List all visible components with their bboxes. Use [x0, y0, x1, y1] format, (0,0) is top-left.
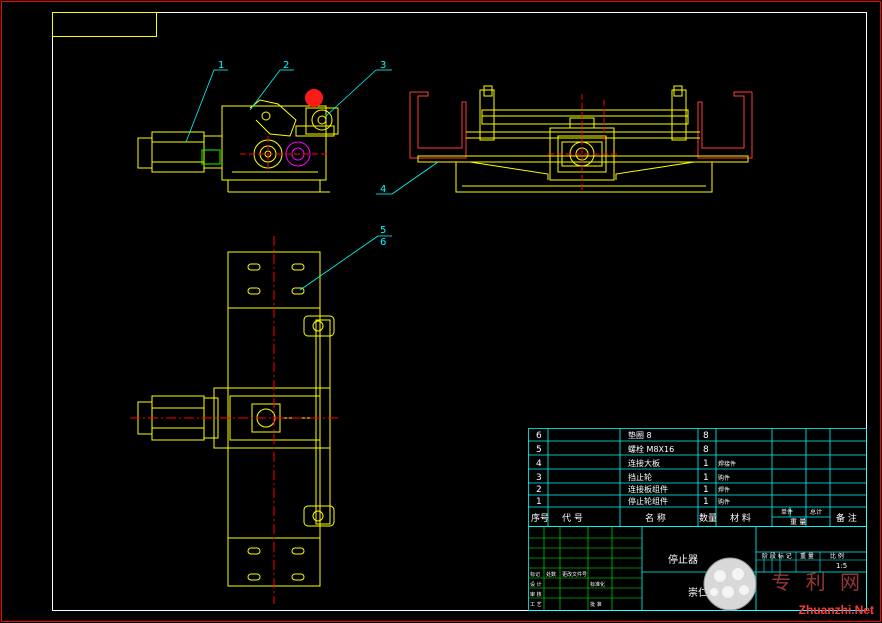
watermark-cn: 专 利 网	[771, 570, 864, 594]
tb-design: 设 计	[530, 581, 542, 588]
bom-cell-seq: 6	[536, 431, 542, 441]
scale-value: 1:5	[836, 562, 847, 570]
bom-cell-qty: 1	[703, 497, 709, 507]
drawing-frame	[52, 12, 867, 611]
balloon-3: 3	[380, 60, 386, 71]
tb-approve: 批 准	[590, 601, 602, 608]
bom-cell-name: 垫圈 8	[628, 430, 652, 440]
balloon-4: 4	[380, 184, 386, 195]
bom-cell-material: 购件	[718, 474, 730, 482]
bom-cell-name: 停止轮组件	[628, 496, 668, 506]
header-weight: 重 量	[790, 518, 806, 526]
bom-cell-name: 挡止轮	[628, 472, 652, 482]
tb-std: 标准化	[590, 581, 605, 588]
bom-cell-material: 焊接件	[718, 460, 736, 468]
balloon-6: 6	[380, 237, 386, 248]
company-name: 崇仁	[688, 587, 708, 599]
side-view	[409, 85, 753, 193]
tb-count: 处数	[546, 571, 556, 578]
weight-label: 重 量	[800, 552, 814, 560]
balloon-2: 2	[283, 60, 289, 71]
bom-cell-qty: 1	[703, 459, 709, 469]
bom-header: 序号 代 号 名 称 数量 材 料 单件 总计 重 量 备 注	[531, 508, 857, 526]
bom-cell-material: 焊件	[718, 486, 730, 494]
bom-cell-qty: 1	[703, 473, 709, 483]
bom-table	[528, 428, 867, 527]
drawing-name: 停止器	[668, 553, 698, 566]
scale-label: 比 例	[830, 552, 844, 560]
balloon-1: 1	[218, 60, 224, 71]
header-remark: 备 注	[836, 512, 857, 524]
code-box	[52, 12, 157, 37]
header-qty: 数量	[699, 512, 717, 524]
bom-cell-material: 购件	[718, 498, 730, 506]
bom-cell-seq: 3	[536, 473, 542, 483]
header-total-weight: 总计	[810, 508, 822, 516]
plan-view	[130, 236, 340, 604]
bom-cell-qty: 8	[703, 445, 709, 455]
bom-cell-name: 连接板组件	[628, 484, 668, 494]
watermark-site: Zhuanzhi.Net	[798, 603, 874, 617]
bom-cell-seq: 4	[536, 459, 542, 469]
bom-cell-qty: 1	[703, 485, 709, 495]
tb-doc: 更改文件号	[562, 571, 587, 578]
bom-cell-seq: 1	[536, 497, 542, 507]
watermark-logo-icon	[703, 557, 757, 611]
header-unit-weight: 单件	[781, 508, 793, 516]
bom-cell-seq: 2	[536, 485, 542, 495]
bom-cell-seq: 5	[536, 445, 542, 455]
stage-label: 阶 段 标 记	[762, 552, 792, 560]
tb-marks: 标记	[530, 571, 540, 578]
title-block-text: 停止器 崇仁 阶 段 标 记 重 量 比 例 1:5 标记 处数 更改文件号 设…	[530, 552, 847, 608]
bom-cell-name: 连接大板	[628, 458, 660, 468]
bom-text: 6 垫圈 8 8 5 螺栓 M8X16 8 4 连接大板 1 焊接件 3 挡止轮 1 购件 2 连接板组件 1 焊…	[536, 430, 736, 507]
bom-cell-qty: 8	[703, 431, 709, 441]
balloon-5: 5	[380, 225, 386, 236]
red-stop-marker	[305, 89, 323, 107]
tb-process: 工 艺	[530, 602, 542, 608]
tb-check: 审 核	[530, 591, 542, 598]
header-material: 材 料	[730, 512, 751, 524]
leaders	[185, 69, 439, 291]
header-name: 名 称	[645, 512, 666, 524]
header-seq: 序号	[531, 512, 549, 524]
header-code: 代 号	[562, 513, 583, 524]
bom-cell-name: 螺栓 M8X16	[628, 444, 674, 454]
front-view	[137, 99, 339, 193]
